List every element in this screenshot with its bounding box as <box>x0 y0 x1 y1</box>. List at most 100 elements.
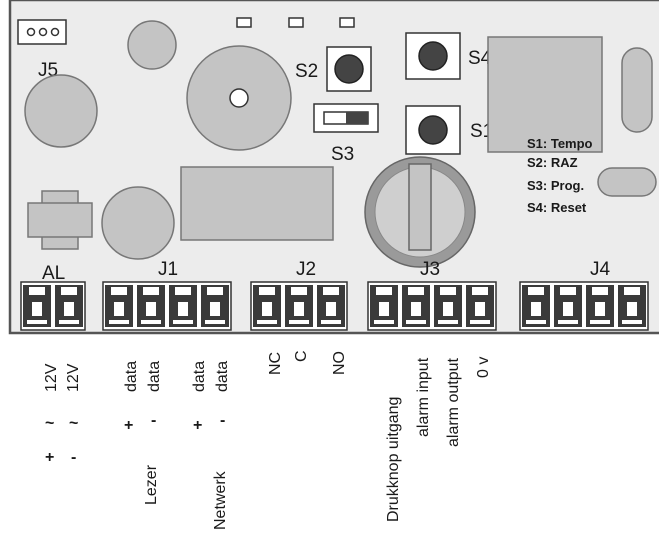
terminal-lip <box>526 320 546 324</box>
pin-labels: 12V 12V ~ ~ + - data data data data + - … <box>43 350 492 530</box>
legend-s2: S2: RAZ <box>527 155 578 170</box>
s1-button-cap <box>418 115 448 145</box>
terminal-screw <box>146 302 156 316</box>
terminal-lip <box>205 320 225 324</box>
legend-s4: S4: Reset <box>527 200 587 215</box>
terminal-screw <box>326 302 336 316</box>
terminal-lip <box>558 320 578 324</box>
terminal-slot <box>472 287 488 295</box>
al-label: AL <box>42 263 65 284</box>
regulator-tab <box>27 202 93 238</box>
terminal-blocks <box>20 281 649 331</box>
terminal-screw <box>443 302 453 316</box>
terminal-slot <box>29 287 45 295</box>
s4-label: S4 <box>468 48 492 69</box>
terminal-screw <box>475 302 485 316</box>
j5-pin <box>50 27 60 37</box>
terminal-screw <box>294 302 304 316</box>
terminal-lip <box>257 320 277 324</box>
terminal-screw <box>379 302 389 316</box>
pin-j2-c: C <box>293 350 310 362</box>
oval-component <box>621 47 653 133</box>
terminal-slot <box>291 287 307 295</box>
terminal-slot <box>259 287 275 295</box>
terminal-slot <box>61 287 77 295</box>
battery-clip <box>408 163 432 251</box>
terminal-lip <box>374 320 394 324</box>
terminal-screw <box>627 302 637 316</box>
s4-button-cap <box>418 41 448 71</box>
terminal-screw <box>210 302 220 316</box>
terminal-lip <box>470 320 490 324</box>
terminal-lip <box>321 320 341 324</box>
s2-button-cap <box>334 54 364 84</box>
pin-j1-4: data <box>214 361 231 392</box>
pin-al-1-sym1: ~ <box>45 415 54 432</box>
terminal-slot <box>528 287 544 295</box>
pin-al-1-sym2: + <box>45 449 54 466</box>
terminal-lip <box>109 320 129 324</box>
terminal-slot <box>560 287 576 295</box>
pin-j2-no: NO <box>331 351 348 375</box>
relay <box>487 36 603 153</box>
pin-al-1: 12V <box>43 363 60 392</box>
terminal-screw <box>178 302 188 316</box>
pin-j3-alarm-output: alarm output <box>445 358 462 447</box>
transformer <box>180 166 334 241</box>
terminal-slot <box>175 287 191 295</box>
terminal-lip <box>59 320 79 324</box>
led <box>288 17 304 28</box>
s3-switch-slider <box>346 112 368 124</box>
terminal-lip <box>173 320 193 324</box>
terminal-screw <box>595 302 605 316</box>
terminal-slot <box>408 287 424 295</box>
j1-label: J1 <box>158 259 178 280</box>
group-lezer: Lezer <box>143 464 160 505</box>
terminal-lip <box>622 320 642 324</box>
j5-pin <box>38 27 48 37</box>
pin-j3-alarm-input: alarm input <box>415 357 432 437</box>
terminal-lip <box>27 320 47 324</box>
pin-j1-2: data <box>146 361 163 392</box>
terminal-lip <box>406 320 426 324</box>
terminal-screw <box>411 302 421 316</box>
pin-al-2: 12V <box>65 363 82 392</box>
terminal-screw <box>262 302 272 316</box>
pin-al-2-sym2: - <box>71 449 76 466</box>
pin-j2-nc: NC <box>267 352 284 375</box>
terminal-lip <box>141 320 161 324</box>
terminal-slot <box>440 287 456 295</box>
led <box>236 17 252 28</box>
s3-label: S3 <box>331 144 354 165</box>
pin-j3-0v: 0 v <box>475 357 492 378</box>
capacitor-small <box>101 186 175 260</box>
pin-j1-4-sym: - <box>220 412 225 429</box>
terminal-screw <box>531 302 541 316</box>
terminal-slot <box>624 287 640 295</box>
pin-al-2-sym1: ~ <box>69 415 78 432</box>
terminal-screw <box>563 302 573 316</box>
terminal-slot <box>323 287 339 295</box>
j2-label: J2 <box>296 259 316 280</box>
s2-label: S2 <box>295 61 318 82</box>
terminal-screw <box>64 302 74 316</box>
terminal-slot <box>376 287 392 295</box>
j5-pin <box>26 27 36 37</box>
terminal-slot <box>207 287 223 295</box>
terminal-screw <box>114 302 124 316</box>
terminal-lip <box>590 320 610 324</box>
pin-j3-drukknop: Drukknop uitgang <box>385 397 402 522</box>
legend-s3: S3: Prog. <box>527 178 584 193</box>
component-round <box>127 20 177 70</box>
legend-s1: S1: Tempo <box>527 136 593 151</box>
buzzer-hole <box>229 88 249 108</box>
terminal-screw <box>32 302 42 316</box>
terminal-slot <box>111 287 127 295</box>
pin-j1-2-sym: - <box>151 412 156 429</box>
oval-component-horizontal <box>597 167 657 197</box>
j3-label: J3 <box>420 259 440 280</box>
pin-j1-1: data <box>123 361 140 392</box>
terminal-lip <box>438 320 458 324</box>
terminal-slot <box>592 287 608 295</box>
